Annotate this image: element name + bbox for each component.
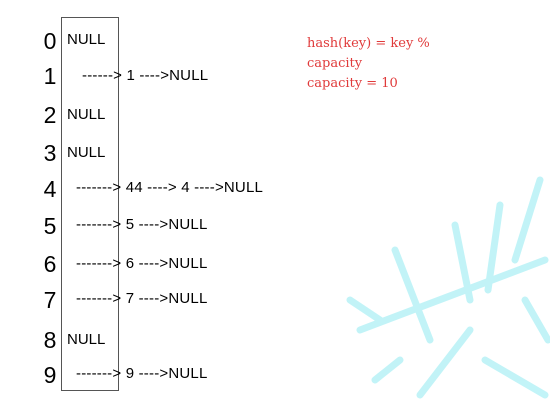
bucket-chain: -------> 6 ---->NULL xyxy=(76,255,208,272)
bucket-index: 2 xyxy=(43,102,57,128)
bucket-chain: -------> 5 ---->NULL xyxy=(76,216,208,233)
formula-line-1: hash(key) = key % xyxy=(307,36,430,51)
bucket-index: 3 xyxy=(43,140,57,166)
bucket-null: NULL xyxy=(67,106,106,123)
hash-table-array xyxy=(61,17,119,391)
bucket-index: 7 xyxy=(43,287,57,313)
bucket-null: NULL xyxy=(67,144,106,161)
hash-formula: hash(key) = key % capacity capacity = 10 xyxy=(307,34,430,94)
bucket-index: 8 xyxy=(43,327,57,353)
bucket-index: 9 xyxy=(43,362,57,388)
bucket-index: 4 xyxy=(43,176,57,202)
bucket-index: 5 xyxy=(43,213,57,239)
formula-line-2: capacity xyxy=(307,56,363,71)
bucket-null: NULL xyxy=(67,31,106,48)
bucket-chain: ------> 1 ---->NULL xyxy=(82,67,209,84)
bucket-chain: -------> 44 ----> 4 ---->NULL xyxy=(76,179,264,196)
bucket-chain: -------> 7 ---->NULL xyxy=(76,290,208,307)
bucket-index: 0 xyxy=(43,28,57,54)
bucket-chain: -------> 9 ---->NULL xyxy=(76,365,208,382)
formula-line-3: capacity = 10 xyxy=(307,76,398,91)
bucket-null: NULL xyxy=(67,331,106,348)
bucket-index: 1 xyxy=(43,63,57,89)
bucket-index: 6 xyxy=(43,251,57,277)
